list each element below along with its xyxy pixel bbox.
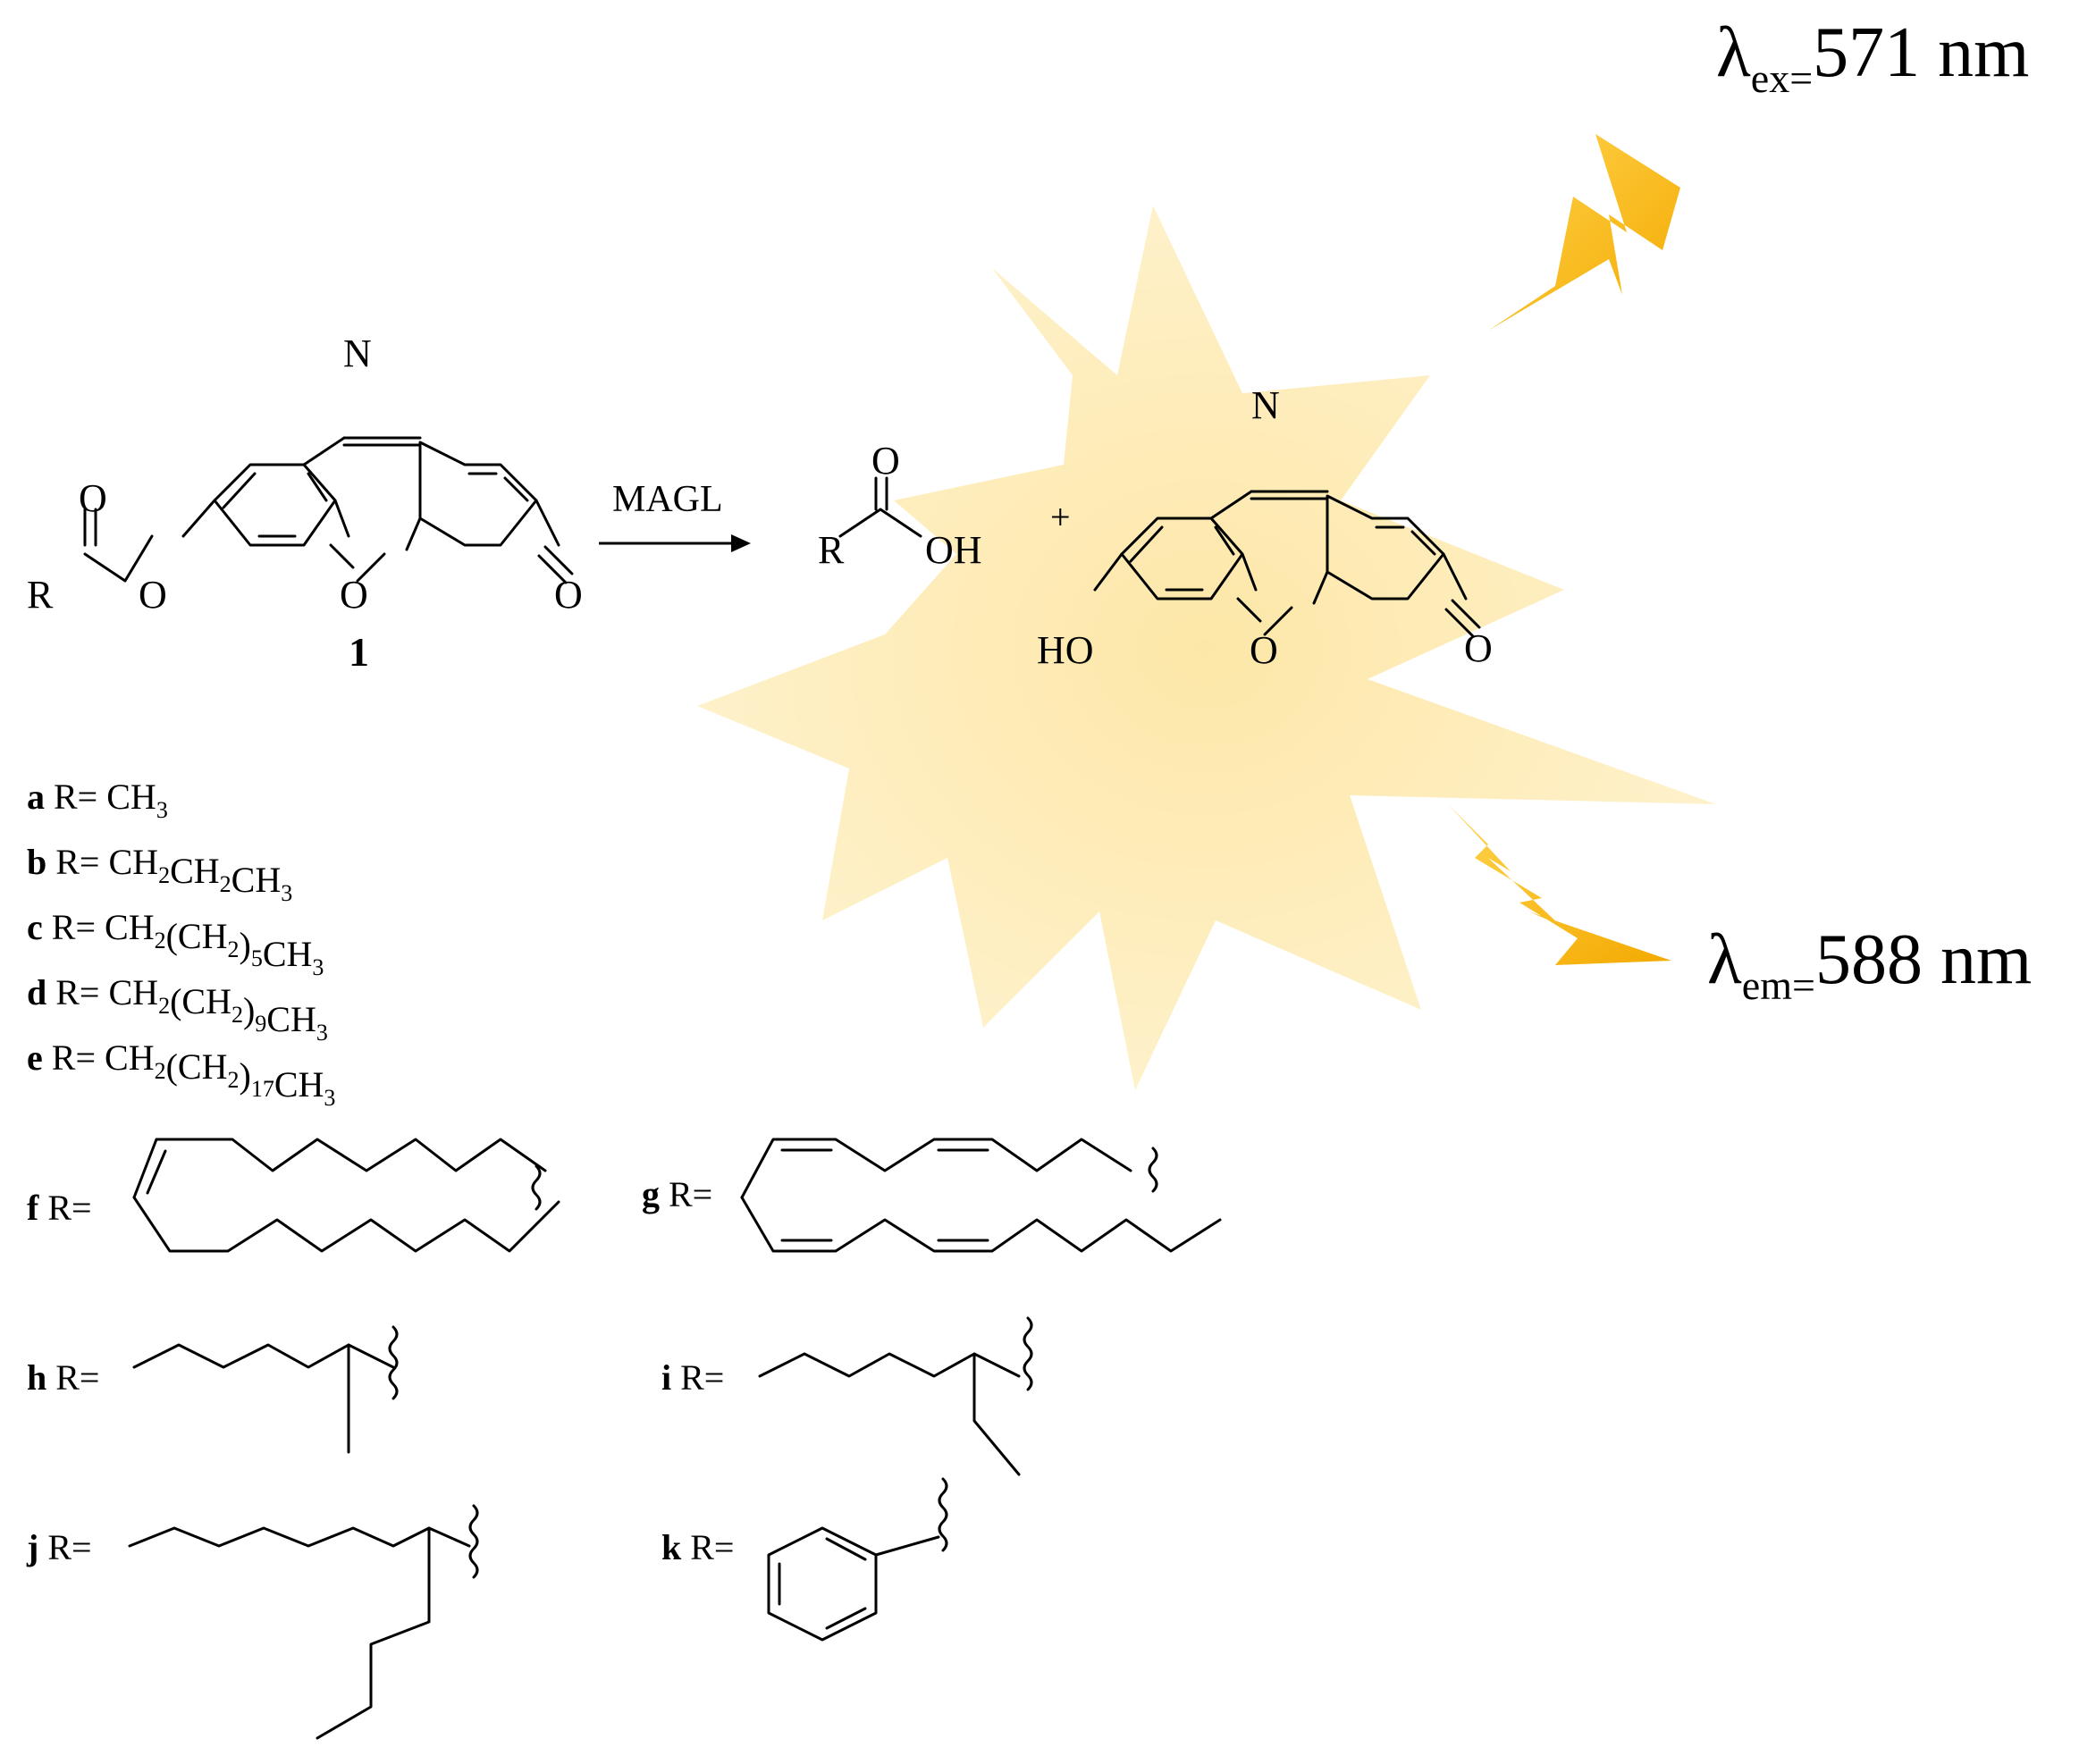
plus-sign: +	[1050, 497, 1071, 537]
structure-h	[132, 1325, 399, 1454]
substrate-molecule: N O O O O R 1	[27, 332, 583, 675]
substituent-b: b R= CH2CH2CH3	[27, 842, 292, 906]
substrate-r: R	[27, 573, 54, 617]
label-f: f R=	[27, 1188, 92, 1228]
label-g: g R=	[642, 1174, 712, 1214]
structure-j	[128, 1504, 479, 1740]
fluorescence-burst	[697, 206, 1716, 1090]
structure-k	[767, 1477, 948, 1642]
substrate-label: 1	[349, 629, 369, 675]
substrate-o-ester: O	[139, 573, 167, 617]
structure-f	[132, 1138, 560, 1253]
label-h: h R=	[27, 1357, 100, 1398]
structure-g	[740, 1138, 1222, 1253]
label-k: k R=	[661, 1527, 735, 1567]
substituent-d: d R= CH2(CH2)9CH3	[27, 972, 328, 1046]
acid-oh: OH	[925, 528, 982, 572]
carboxylic-acid: O R OH	[818, 439, 982, 572]
structure-i	[758, 1316, 1033, 1476]
enzyme-label: MAGL	[612, 479, 723, 520]
acid-o: O	[871, 439, 900, 483]
acid-r: R	[818, 528, 845, 572]
substrate-o-ring: O	[340, 573, 368, 617]
product-o-keto: O	[1464, 626, 1493, 670]
substituent-a: a R= CH3	[27, 777, 168, 823]
product-o-ring: O	[1250, 628, 1278, 672]
substrate-o-carbonyl: O	[79, 476, 107, 520]
substituent-e: e R= CH2(CH2)17CH3	[27, 1037, 335, 1111]
excitation-label: λex=571 nm	[1716, 13, 2029, 101]
substituent-c: c R= CH2(CH2)5CH3	[27, 907, 324, 980]
structure-labels: f R= g R= h R= i R= j R= k R=	[26, 1174, 735, 1567]
label-j: j R=	[26, 1527, 92, 1567]
label-i: i R=	[661, 1357, 724, 1398]
emission-bolt	[1448, 804, 1671, 965]
product-molecule: N O O HO	[1037, 383, 1493, 672]
reaction-arrow: MAGL	[599, 479, 751, 552]
product-ho: HO	[1037, 628, 1094, 672]
excitation-bolt	[1488, 134, 1680, 331]
emission-label: λem=588 nm	[1707, 920, 2032, 1008]
substrate-o-keto: O	[554, 573, 583, 617]
product-n: N	[1251, 383, 1280, 427]
substrate-n: N	[343, 332, 372, 375]
